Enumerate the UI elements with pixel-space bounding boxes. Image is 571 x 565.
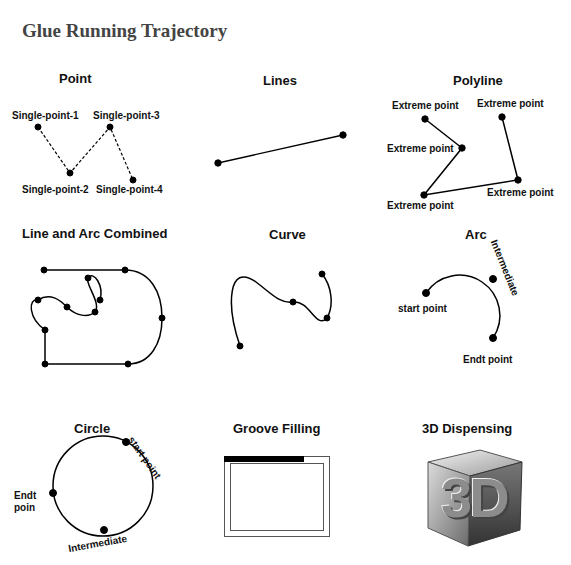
point-label: Intermediate [488,238,521,297]
panel-heading: Groove Filling [233,422,320,437]
point-label: Endt point [463,354,512,366]
panel-heading: Line and Arc Combined [22,227,167,242]
panel-heading: Arc [465,228,487,243]
point-label: Single-point-3 [93,110,160,122]
panel-heading: Point [59,72,92,87]
panel-heading: Curve [269,228,306,243]
point-label: Extreme point [477,98,544,110]
panel-heading: Polyline [453,74,503,89]
point-label: Extreme point [387,200,454,212]
point-label: Extreme point [487,187,554,199]
point-label: Endt poin [14,490,44,513]
point-label: Single-point-2 [22,184,89,196]
point-label: start point [126,434,163,481]
point-label: Single-point-4 [96,184,163,196]
icon-text: 3D [441,466,507,530]
point-label: Extreme point [392,100,459,112]
panel-heading: 3D Dispensing [422,422,512,437]
point-label: Extreme point [387,143,454,155]
point-label: start point [398,303,447,315]
diagram-title: Glue Running Trajectory [22,20,227,42]
panel-heading: Circle [74,422,110,437]
panel-heading: Lines [263,74,297,89]
point-label: Single-point-1 [12,110,79,122]
